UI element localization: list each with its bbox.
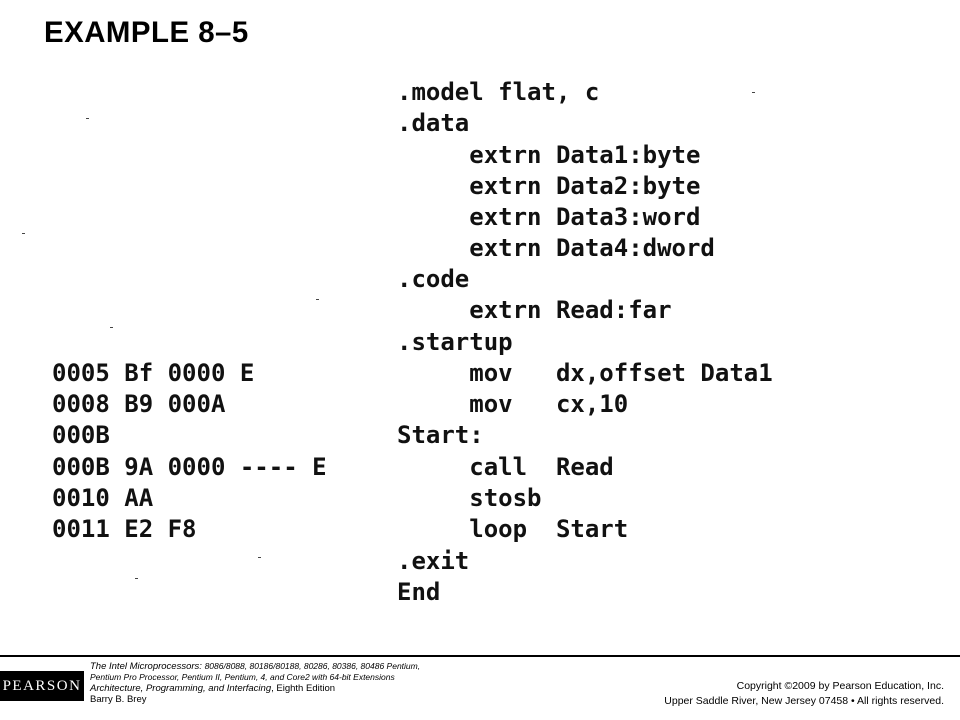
machine-code-line: 0008 B9 000A <box>52 390 226 418</box>
copyright-line-1: Copyright ©2009 by Pearson Education, In… <box>736 680 944 692</box>
source-line: mov cx,10 <box>397 390 629 418</box>
source-line: .exit <box>397 547 470 575</box>
machine-code-line: 0011 E2 F8 <box>52 515 197 543</box>
machine-code-line: 0005 Bf 0000 E <box>52 359 255 387</box>
book-citation: The Intel Microprocessors: 8086/8088, 80… <box>90 661 530 705</box>
scan-speck <box>258 557 261 558</box>
source-line: extrn Data3:word <box>397 203 701 231</box>
slide-title: EXAMPLE 8–5 <box>44 16 249 49</box>
source-line: .data <box>397 109 470 137</box>
book-subtitle: Architecture, Programming, and Interfaci… <box>90 683 272 694</box>
scan-speck <box>110 327 113 328</box>
source-line: extrn Data1:byte <box>397 141 701 169</box>
machine-code-line: 000B <box>52 421 110 449</box>
source-line: .startup <box>397 328 513 356</box>
copyright-line-2: Upper Saddle River, New Jersey 07458 • A… <box>664 695 944 707</box>
footer-divider <box>0 655 960 657</box>
copyright-notice: Copyright ©2009 by Pearson Education, In… <box>664 679 944 709</box>
book-line-1: The Intel Microprocessors: 8086/8088, 80… <box>90 661 530 672</box>
source-line: loop Start <box>397 515 629 543</box>
source-line: Start: <box>397 421 484 449</box>
source-line: mov dx,offset Data1 <box>397 359 773 387</box>
scan-speck <box>135 578 138 579</box>
source-line: stosb <box>397 484 542 512</box>
source-line: extrn Data4:dword <box>397 234 715 262</box>
source-line: extrn Read:far <box>397 296 672 324</box>
source-line: .code <box>397 265 470 293</box>
machine-code-line: 0010 AA <box>52 484 154 512</box>
book-line-3: Architecture, Programming, and Interfaci… <box>90 683 530 694</box>
source-line: extrn Data2:byte <box>397 172 701 200</box>
source-line: End <box>397 578 441 606</box>
scan-speck <box>22 233 25 234</box>
source-line: .model flat, c <box>397 78 600 106</box>
scan-speck <box>316 299 319 300</box>
book-edition: , Eighth Edition <box>271 683 336 694</box>
scan-speck <box>752 92 755 93</box>
scan-speck <box>86 118 89 119</box>
book-author: Barry B. Brey <box>90 694 147 705</box>
book-line-2: Pentium Pro Processor, Pentium II, Penti… <box>90 672 395 682</box>
book-title: The Intel Microprocessors: <box>90 661 205 672</box>
machine-code-line: 000B 9A 0000 ---- E <box>52 453 327 481</box>
pearson-logo: PEARSON <box>0 671 84 701</box>
source-line: call Read <box>397 453 614 481</box>
book-models: 8086/8088, 80186/80188, 80286, 80386, 80… <box>204 661 421 671</box>
